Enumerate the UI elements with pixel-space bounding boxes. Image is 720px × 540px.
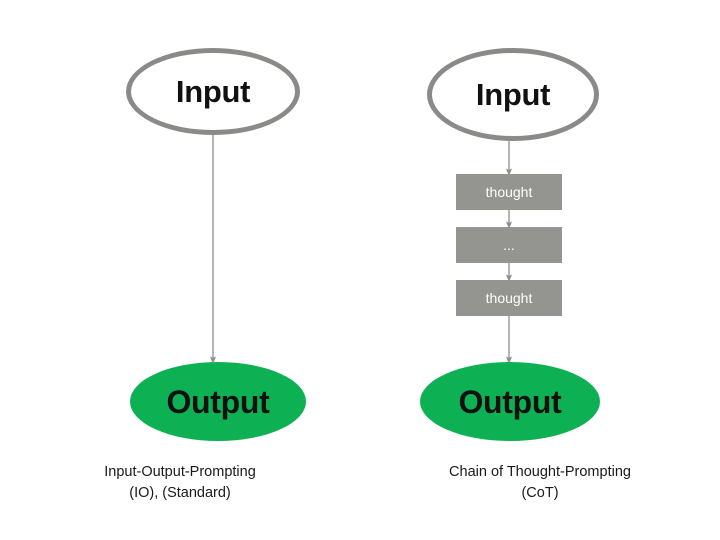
io-input-node: Input [126,48,300,135]
cot-thought-label-ellipsis: ... [503,237,515,253]
io-output-label: Output [166,383,270,420]
io-output-node: Output [130,362,306,441]
cot-input-node: Input [427,48,599,141]
cot-caption-line-2: (CoT) [521,485,559,502]
cot-thought-box-2: thought [456,280,562,316]
io-caption-line-2: (IO), (Standard) [129,485,231,502]
cot-thought-box-ellipsis: ... [456,227,562,263]
cot-caption: Chain of Thought-Prompting (CoT) [360,462,720,504]
cot-output-node: Output [420,362,600,441]
cot-caption-line-1: Chain of Thought-Prompting [449,464,631,480]
cot-thought-label-2: thought [485,290,533,306]
cot-thought-box-1: thought [456,174,562,210]
io-input-label: Input [175,74,251,109]
io-caption-line-1: Input-Output-Prompting [104,464,256,480]
cot-thought-label-1: thought [485,184,533,200]
io-caption: Input-Output-Prompting (IO), (Standard) [0,462,360,504]
diagram-cot-prompting: Input thought ... thought Output Chain o… [360,0,720,540]
diagram-io-prompting: Input Output Input-Output-Prompting (IO)… [0,48,360,504]
cot-output-label: Output [458,383,562,420]
cot-input-label: Input [475,77,551,112]
